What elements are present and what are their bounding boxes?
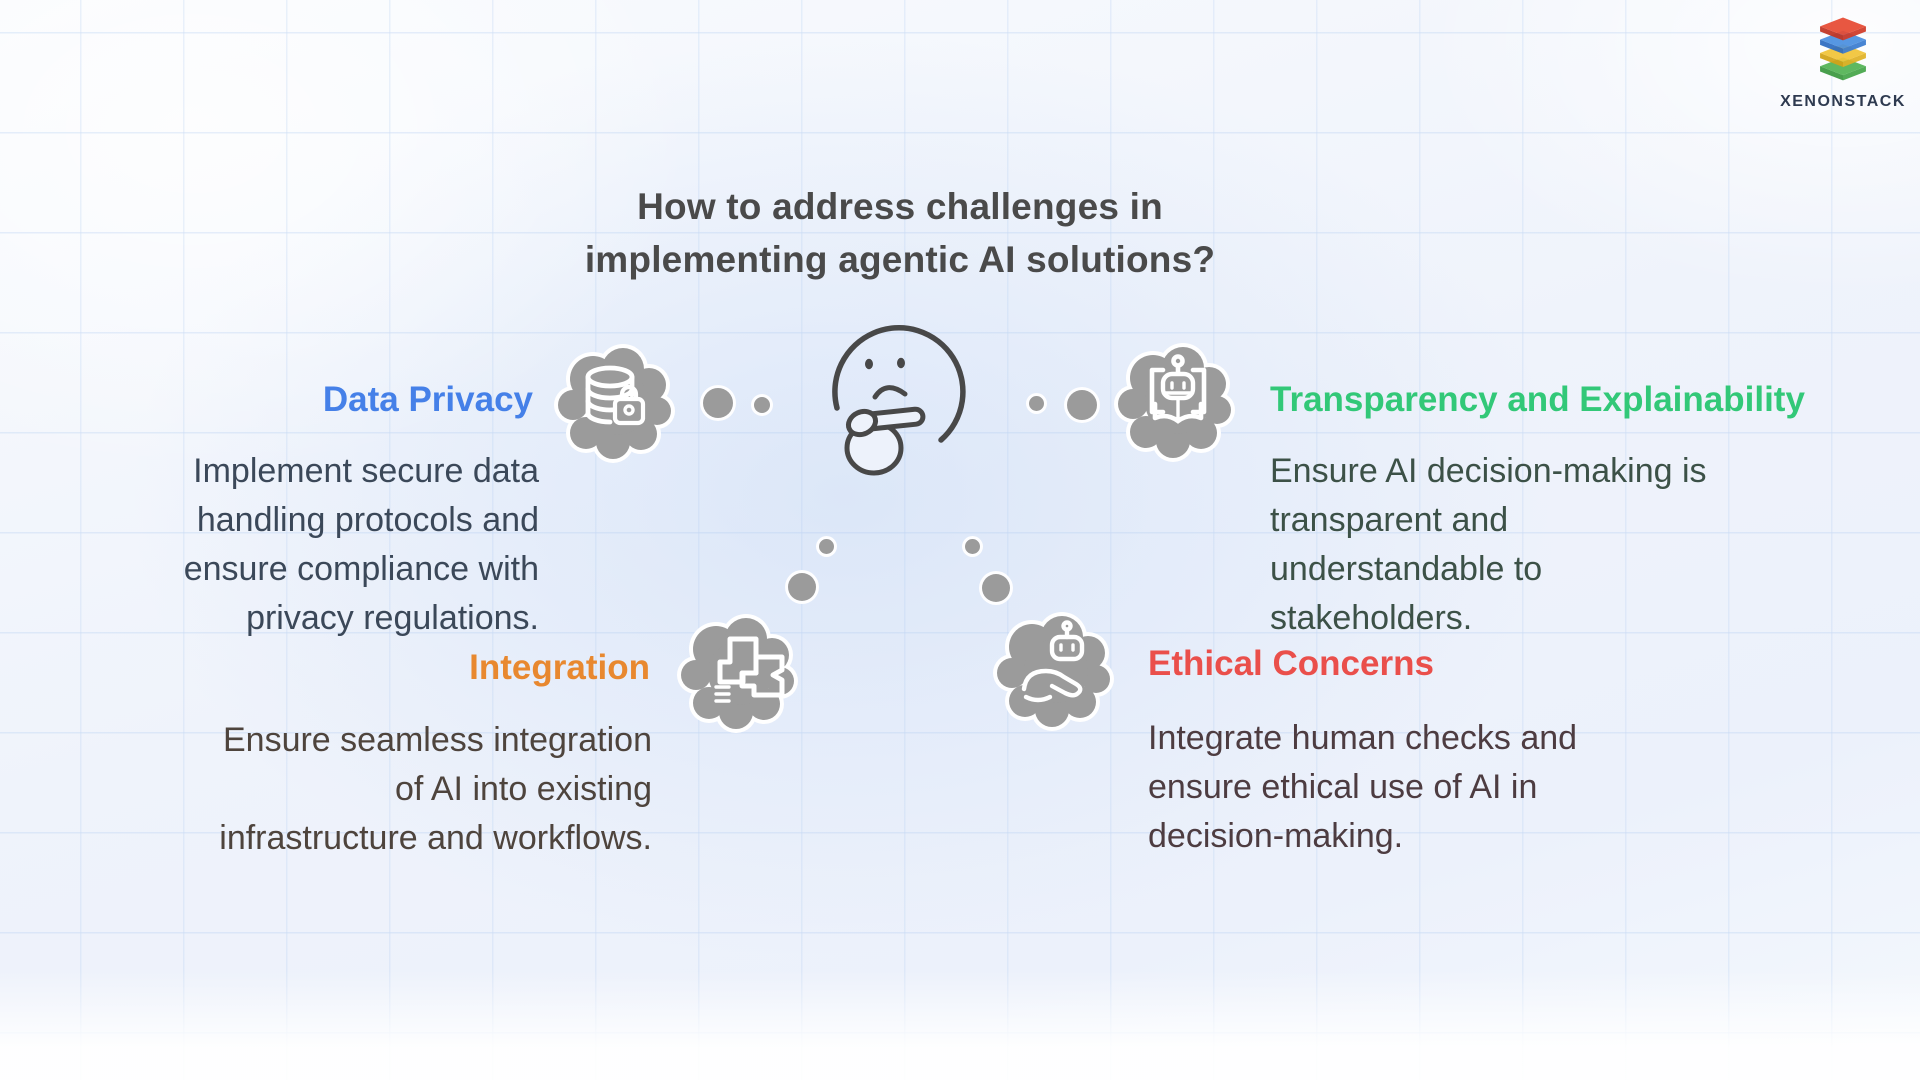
- body-line: infrastructure and workflows.: [219, 819, 652, 857]
- section-heading-ethical: Ethical Concerns: [1148, 644, 1434, 683]
- body-line: Ensure AI decision-making is: [1270, 452, 1707, 490]
- section-heading-integration: Integration: [469, 648, 650, 687]
- page-title-line1: How to address challenges in: [637, 186, 1163, 227]
- body-line: stakeholders.: [1270, 599, 1473, 637]
- body-line: ensure ethical use of AI in: [1148, 768, 1538, 806]
- thought-dot: [819, 539, 834, 554]
- body-line: understandable to: [1270, 550, 1543, 588]
- thought-dot: [703, 388, 733, 418]
- bottom-fade: [0, 970, 1920, 1080]
- right-eye: [897, 357, 905, 369]
- section-body-data-privacy: Implement secure data handling protocols…: [184, 447, 539, 643]
- database-lock-icon: [554, 344, 675, 463]
- thinking-hand: [844, 406, 926, 476]
- thought-dot: [1029, 396, 1044, 411]
- body-line: Implement secure data: [193, 452, 539, 490]
- frown-mouth: [872, 385, 908, 400]
- section-body-transparency: Ensure AI decision-making is transparent…: [1270, 447, 1707, 643]
- body-line: Integrate human checks and: [1148, 719, 1578, 757]
- section-heading-data-privacy: Data Privacy: [322, 380, 533, 419]
- thought-dot: [1067, 390, 1097, 420]
- xenonstack-wordmark: XENONSTACK: [1780, 93, 1906, 110]
- section-body-integration: Ensure seamless integration of AI into e…: [219, 716, 652, 863]
- page-title: How to address challenges in implementin…: [460, 180, 1340, 286]
- thought-dot: [788, 573, 816, 601]
- puzzle-integration-icon: [677, 614, 798, 733]
- body-line: handling protocols and: [196, 501, 539, 539]
- xenonstack-logo: XENONSTACK: [1768, 14, 1918, 111]
- body-line: decision-making.: [1148, 817, 1404, 855]
- body-line: privacy regulations.: [246, 599, 539, 637]
- section-heading-transparency: Transparency and Explainability: [1270, 380, 1805, 419]
- section-body-ethical: Integrate human checks and ensure ethica…: [1148, 714, 1577, 861]
- thinking-face-emoji: [832, 325, 966, 476]
- body-line: ensure compliance with: [183, 550, 539, 588]
- body-line: of AI into existing: [394, 770, 652, 808]
- page-title-line2: implementing agentic AI solutions?: [584, 239, 1216, 280]
- robot-book-icon: [1114, 343, 1235, 462]
- body-line: Ensure seamless integration: [222, 721, 652, 759]
- hand-robot-icon: [993, 612, 1114, 731]
- left-eye: [865, 358, 873, 370]
- thought-dot: [754, 397, 770, 413]
- xenonstack-logo-icon: [1820, 17, 1866, 81]
- body-line: transparent and: [1270, 501, 1509, 539]
- thought-dot: [982, 574, 1010, 602]
- thought-dot: [965, 539, 980, 554]
